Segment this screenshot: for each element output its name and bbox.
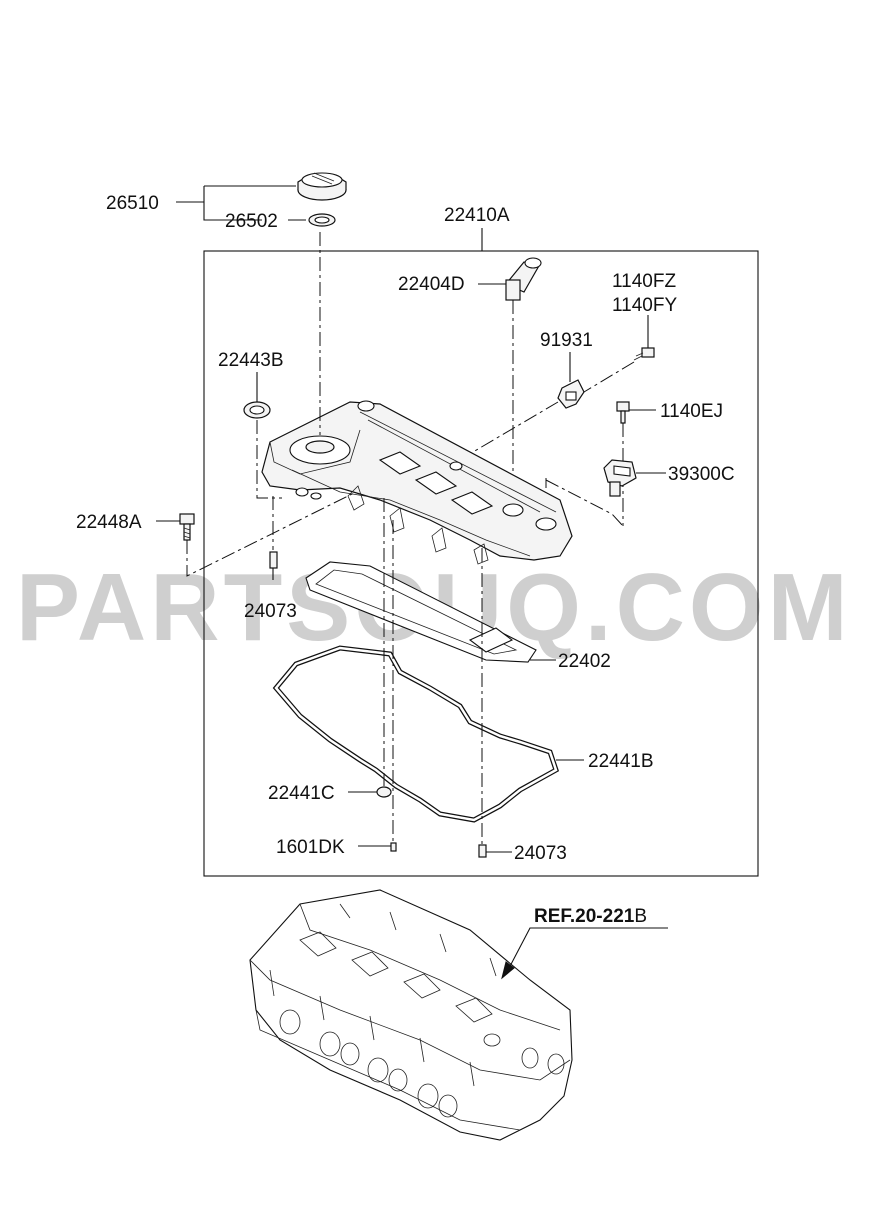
- leader-26510: [176, 185, 306, 221]
- wiring-clip[interactable]: [557, 379, 585, 409]
- reference-label: REF.20-221B: [534, 906, 647, 927]
- bolt-1140ej[interactable]: [616, 401, 630, 424]
- reference-arrow-icon: [501, 961, 515, 980]
- label-22404D: 22404D: [398, 274, 465, 295]
- reference-prefix: REF.20-221: [534, 906, 635, 927]
- label-22410A: 22410A: [444, 205, 510, 226]
- assembly-frame: [203, 250, 759, 877]
- cylinder-head-reference: [249, 889, 573, 1141]
- label-22448A: 22448A: [76, 512, 142, 533]
- label-39300C: 39300C: [668, 464, 735, 485]
- axis-22443B: [256, 420, 282, 499]
- cam-position-sensor[interactable]: [603, 459, 637, 497]
- label-24073-top: 24073: [244, 601, 297, 622]
- cylinder-head-cover[interactable]: [261, 400, 573, 565]
- label-91931: 91931: [540, 330, 593, 351]
- label-22441C: 22441C: [268, 783, 335, 804]
- dowel-pin-bottom[interactable]: [478, 844, 487, 858]
- bolt-1140fz[interactable]: [633, 347, 655, 361]
- dowel-pin-top[interactable]: [269, 551, 278, 569]
- axis-39300C: [545, 478, 624, 527]
- cover-gasket[interactable]: [272, 645, 560, 823]
- cap-gasket[interactable]: [308, 213, 336, 227]
- label-1140FY: 1140FY: [612, 295, 677, 316]
- bolt-22448a[interactable]: [179, 513, 195, 541]
- spark-plug-gasket[interactable]: [305, 561, 537, 663]
- label-26510: 26510: [106, 193, 159, 214]
- pcv-hose[interactable]: [505, 257, 542, 301]
- pin-1601dk[interactable]: [390, 842, 397, 852]
- label-1140FZ: 1140FZ: [612, 271, 676, 292]
- axis-22448A: [186, 491, 357, 577]
- label-22441B: 22441B: [588, 751, 654, 772]
- label-24073-bottom: 24073: [514, 843, 567, 864]
- reference-suffix: B: [634, 906, 647, 927]
- axis-91931: [455, 361, 635, 463]
- oil-filler-cap[interactable]: [297, 172, 347, 201]
- label-1601DK: 1601DK: [276, 837, 345, 858]
- grommet[interactable]: [376, 786, 392, 798]
- label-22443B: 22443B: [218, 350, 284, 371]
- label-22402: 22402: [558, 651, 611, 672]
- reference-leader: [507, 927, 668, 971]
- label-26502: 26502: [225, 211, 278, 232]
- label-1140EJ: 1140EJ: [660, 401, 723, 422]
- oil-seal[interactable]: [243, 401, 271, 419]
